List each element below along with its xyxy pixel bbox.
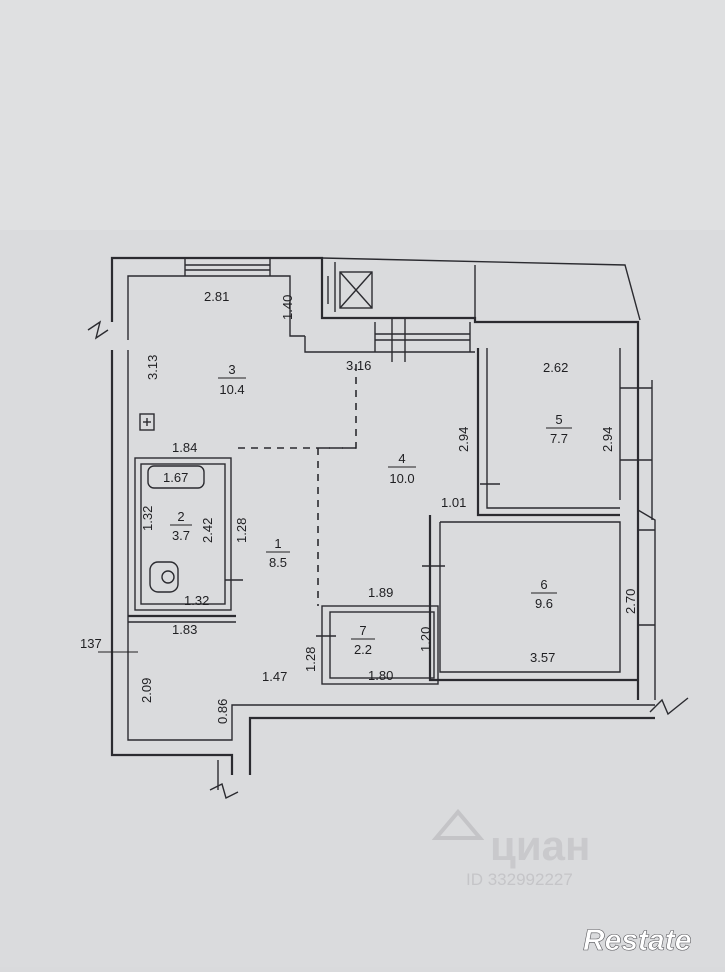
- svg-text:9.6: 9.6: [535, 596, 553, 611]
- dim-2-81: 2.81: [204, 289, 229, 304]
- restate-logo: Restate: [583, 924, 692, 958]
- dim-137: 137: [80, 636, 102, 651]
- dim-2-94-right: 2.94: [600, 427, 615, 452]
- room-label-3: 3 10.4: [218, 362, 246, 397]
- cian-watermark: циан ID 332992227: [431, 808, 590, 889]
- svg-text:5: 5: [555, 412, 562, 427]
- break-marks: [87, 320, 689, 800]
- room-label-1: 1 8.5: [266, 536, 290, 570]
- svg-text:7.7: 7.7: [550, 431, 568, 446]
- dim-2-94-left: 2.94: [456, 427, 471, 452]
- dim-1-40: 1.40: [280, 295, 295, 320]
- dim-2-09: 2.09: [139, 678, 154, 703]
- dim-2-62: 2.62: [543, 360, 568, 375]
- dim-1-67: 1.67: [163, 470, 188, 485]
- dim-0-86: 0.86: [215, 699, 230, 724]
- zone-dashed-lines: [232, 364, 357, 606]
- svg-text:7: 7: [359, 623, 366, 638]
- room-label-5: 5 7.7: [546, 412, 572, 446]
- room-label-7: 7 2.2: [351, 623, 375, 657]
- svg-text:3: 3: [228, 362, 235, 377]
- svg-text:2.2: 2.2: [354, 642, 372, 657]
- dim-1-84: 1.84: [172, 440, 197, 455]
- dim-1-83: 1.83: [172, 622, 197, 637]
- dimension-labels: 2.81 1.40 3.13 3.16 2.62 2.94 2.94 1.84 …: [80, 289, 638, 724]
- svg-text:3.7: 3.7: [172, 528, 190, 543]
- windows: [184, 258, 655, 626]
- dim-1-47: 1.47: [262, 669, 287, 684]
- svg-text:10.4: 10.4: [219, 382, 244, 397]
- dim-3-57: 3.57: [530, 650, 555, 665]
- dim-1-80: 1.80: [368, 668, 393, 683]
- dim-1-20: 1.20: [418, 627, 433, 652]
- dim-2-70: 2.70: [623, 589, 638, 614]
- dim-1-28-b: 1.28: [303, 647, 318, 672]
- restate-logo-text: Restate: [583, 924, 691, 957]
- cian-watermark-text: циан: [490, 822, 590, 869]
- dim-1-01: 1.01: [441, 495, 466, 510]
- svg-text:10.0: 10.0: [389, 471, 414, 486]
- svg-text:4: 4: [398, 451, 405, 466]
- svg-text:1: 1: [274, 536, 281, 551]
- dim-1-89: 1.89: [368, 585, 393, 600]
- cian-logo-icon: [431, 808, 485, 840]
- svg-text:6: 6: [540, 577, 547, 592]
- interior-walls: [128, 348, 638, 685]
- dim-3-16: 3.16: [346, 358, 371, 373]
- room-label-6: 6 9.6: [531, 577, 557, 611]
- ventilation-shaft: [327, 271, 373, 309]
- dim-3-13: 3.13: [145, 355, 160, 380]
- outer-walls: [110, 256, 656, 790]
- listing-id: ID 332992227: [466, 870, 573, 889]
- dim-1-32-a: 1.32: [140, 506, 155, 531]
- svg-text:2: 2: [177, 509, 184, 524]
- dim-2-42: 2.42: [200, 518, 215, 543]
- dim-1-28-a: 1.28: [234, 518, 249, 543]
- room-label-2: 2 3.7: [170, 509, 192, 543]
- room-label-4: 4 10.0: [388, 451, 416, 486]
- svg-text:8.5: 8.5: [269, 555, 287, 570]
- dim-1-32-b: 1.32: [184, 593, 209, 608]
